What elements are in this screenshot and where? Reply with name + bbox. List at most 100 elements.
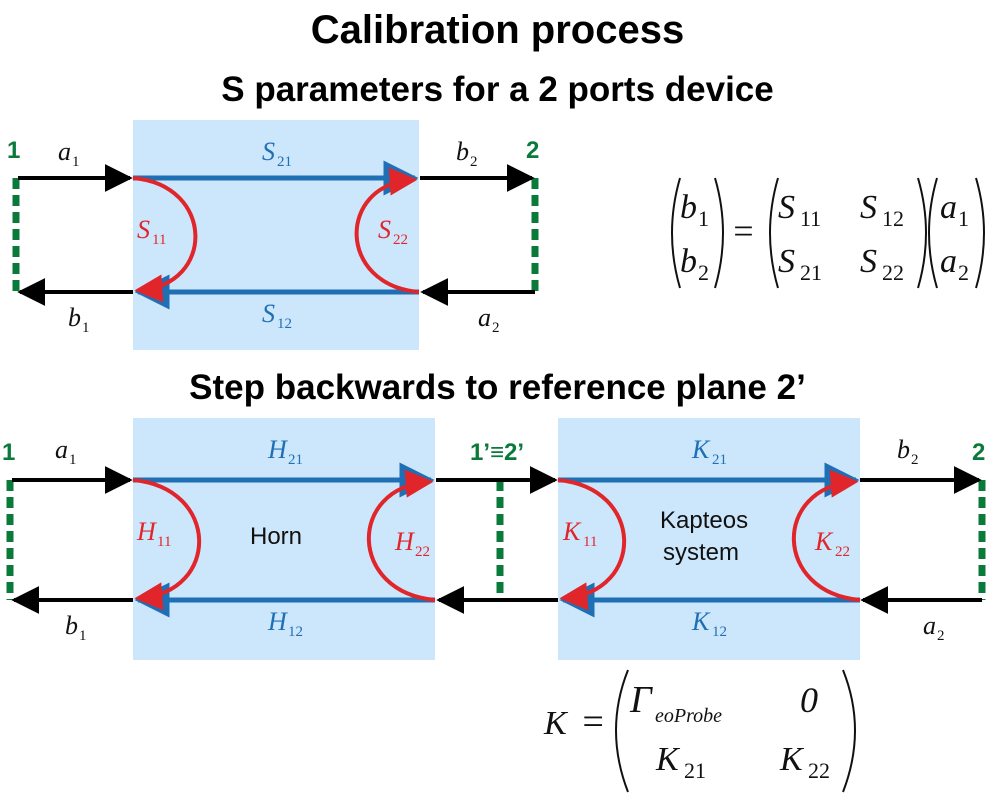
- paren: [842, 669, 856, 793]
- svg-text:Γ: Γ: [629, 679, 653, 721]
- svg-text:b: b: [65, 611, 78, 640]
- svg-text:K: K: [814, 527, 834, 556]
- port-mid-label: 1’≡2’: [470, 439, 524, 466]
- bottom-cascade-diagram: 1 1’≡2’ 2 Horn Kapteos sys: [2, 418, 986, 660]
- svg-text:K: K: [562, 517, 582, 546]
- svg-text:12: 12: [712, 624, 727, 640]
- kapteos-label-line2: system: [663, 539, 739, 566]
- svg-text:K: K: [779, 741, 805, 778]
- svg-text:2: 2: [492, 320, 500, 336]
- svg-text:S: S: [778, 243, 795, 280]
- main-title: Calibration process: [310, 8, 685, 52]
- k-gamma-eoprobe: Γ eoProbe: [629, 679, 722, 727]
- k22-arc: [791, 469, 861, 602]
- svg-text:H: H: [267, 435, 288, 464]
- svg-text:21: 21: [684, 758, 706, 783]
- svg-text:b: b: [456, 137, 469, 166]
- k11-arc: [557, 478, 627, 611]
- svg-text:S: S: [860, 189, 877, 226]
- svg-text:K: K: [655, 741, 681, 778]
- kapteos-label-line1: Kapteos: [660, 507, 748, 534]
- svg-text:1: 1: [69, 452, 77, 468]
- device-box: [133, 120, 419, 350]
- svg-text:eoProbe: eoProbe: [655, 705, 722, 727]
- svg-text:H: H: [136, 517, 157, 546]
- svg-text:1: 1: [698, 206, 709, 231]
- svg-text:2: 2: [698, 260, 709, 285]
- svg-text:12: 12: [882, 206, 904, 231]
- svg-text:S: S: [262, 137, 275, 166]
- svg-text:2: 2: [937, 628, 945, 644]
- horn-box: [133, 418, 435, 660]
- svg-text:b: b: [897, 435, 910, 464]
- svg-text:b: b: [68, 303, 81, 332]
- svg-text:11: 11: [152, 232, 166, 248]
- svg-text:S: S: [860, 243, 877, 280]
- kapteos-box: [558, 418, 860, 660]
- svg-text:12: 12: [288, 624, 303, 640]
- svg-text:a: a: [923, 611, 936, 640]
- paren: [928, 177, 938, 289]
- svg-text:21: 21: [277, 154, 292, 170]
- svg-text:22: 22: [415, 544, 430, 560]
- svg-text:H: H: [394, 527, 415, 556]
- svg-text:1: 1: [82, 320, 90, 336]
- svg-text:2: 2: [958, 260, 969, 285]
- svg-text:K: K: [691, 607, 711, 636]
- h11-arc: [132, 478, 202, 611]
- svg-text:2: 2: [911, 452, 919, 468]
- h22-arc: [366, 469, 436, 602]
- svg-text:21: 21: [288, 452, 303, 468]
- svg-text:2: 2: [470, 154, 478, 170]
- horn-label: Horn: [250, 523, 302, 550]
- port2-label: 2: [526, 137, 539, 164]
- svg-text:S: S: [262, 299, 275, 328]
- s11-arc: [132, 176, 198, 303]
- svg-text:H: H: [267, 607, 288, 636]
- svg-text:22: 22: [808, 758, 830, 783]
- svg-text:1: 1: [72, 154, 80, 170]
- subtitle: S parameters for a 2 ports device: [221, 70, 774, 109]
- step-title: Step backwards to reference plane 2’: [189, 368, 806, 407]
- svg-text:S: S: [137, 215, 150, 244]
- port1-label: 1: [7, 137, 20, 164]
- equals-sign: =: [731, 211, 755, 251]
- svg-text:b: b: [680, 189, 697, 226]
- paren: [975, 177, 985, 289]
- svg-text:22: 22: [393, 232, 408, 248]
- paren: [671, 177, 681, 289]
- k-zero: 0: [800, 680, 818, 720]
- k-equals: =: [580, 701, 606, 743]
- svg-text:11: 11: [800, 206, 821, 231]
- svg-text:a: a: [940, 189, 957, 226]
- port2-label: 2: [972, 439, 985, 466]
- s22-arc: [354, 167, 420, 294]
- svg-text:a: a: [478, 303, 491, 332]
